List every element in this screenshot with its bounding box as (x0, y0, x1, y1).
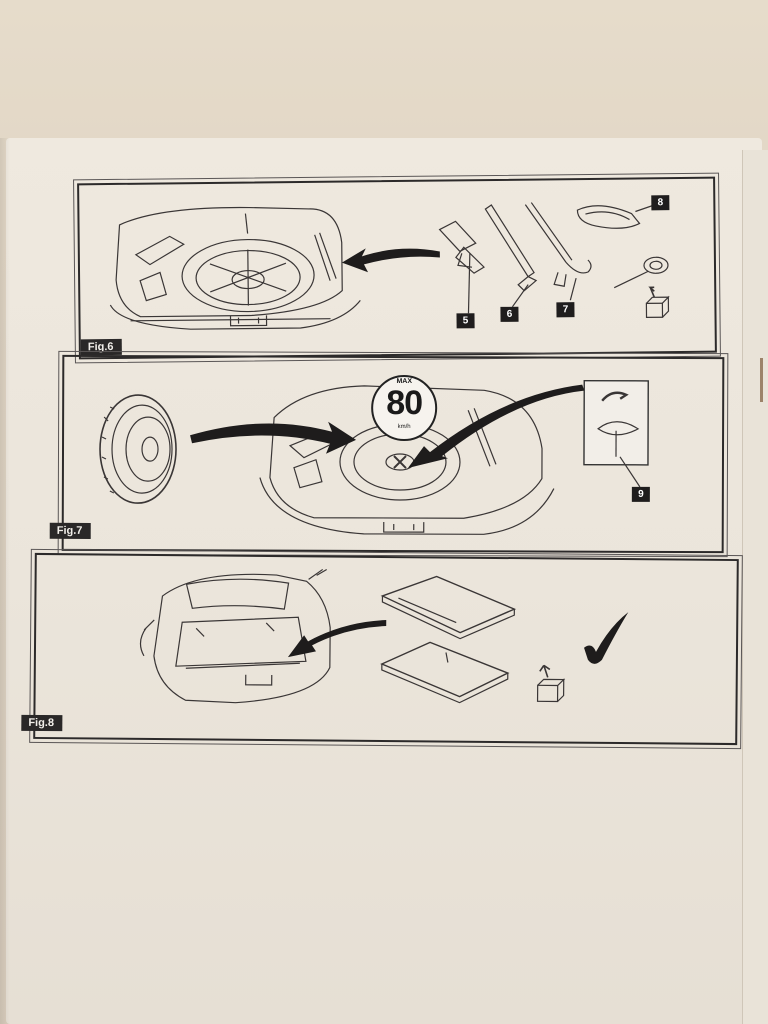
page-shadow (0, 138, 10, 1024)
callout-6: 6 (500, 306, 519, 322)
figure-6-label: Fig.6 (80, 338, 122, 356)
callout-8: 8 (651, 195, 670, 211)
callout-7: 7 (556, 302, 575, 318)
next-page-edge (742, 150, 768, 1024)
gauge-speed-value: 80 (386, 383, 423, 423)
cargo-cover-illustration (139, 568, 629, 704)
spare-wheel-illustration (99, 375, 649, 535)
figure-8-label: Fig.8 (21, 714, 63, 732)
figure-7-label: Fig.7 (49, 522, 91, 539)
figure-6-panel: 5 6 7 8 Fig.6 (73, 172, 721, 364)
next-page-mark (760, 358, 768, 402)
callout-5: 5 (456, 313, 475, 329)
figure-8-panel: Fig.8 (21, 548, 743, 750)
callout-9: 9 (631, 486, 650, 502)
figure-7-panel: MAX 80 km/h 9 Fig.7 (49, 350, 729, 558)
manual-page (6, 138, 762, 1024)
trunk-tools-illustration (109, 202, 670, 330)
gauge-unit: km/h (397, 424, 411, 431)
